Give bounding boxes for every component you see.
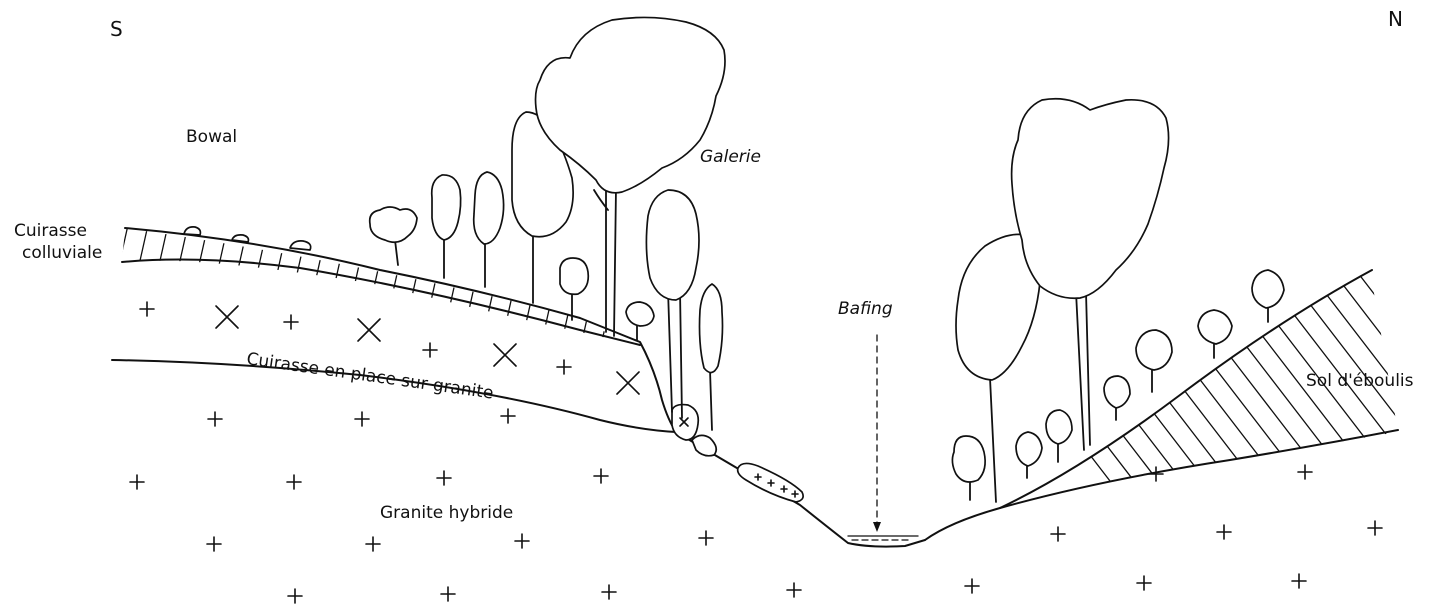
granite-plus-symbol xyxy=(437,471,451,485)
tree-icon xyxy=(1136,330,1172,370)
granite-plus-symbol xyxy=(207,537,221,551)
granite-symbols xyxy=(130,302,1382,603)
river-label: Bafing xyxy=(838,299,893,319)
granite-plus-symbol xyxy=(355,412,369,426)
cuirasse-cross-symbol xyxy=(358,319,380,341)
granite-plus-symbol xyxy=(1298,465,1312,479)
tree-icon xyxy=(1252,270,1284,308)
granite-plus-symbol xyxy=(130,475,144,489)
scree-soil-label: Sol d'éboulis xyxy=(1306,371,1414,391)
granite-label: Granite hybride xyxy=(380,503,513,523)
colluvial-cuirasse-label-line1: Cuirasse xyxy=(14,221,87,241)
tree-icon xyxy=(1104,376,1130,408)
cuirasse-cross-symbol xyxy=(494,344,516,366)
river-pointer-arrow xyxy=(873,522,881,532)
granite-plus-symbol xyxy=(1149,467,1163,481)
gallery-forest-right xyxy=(952,99,1284,502)
tree-icon xyxy=(700,284,723,373)
granite-plus-symbol xyxy=(441,587,455,601)
granite-plus-symbol xyxy=(501,409,515,423)
granite-plus-symbol xyxy=(787,583,801,597)
river-water xyxy=(848,536,918,540)
cuirasse-cross-symbol xyxy=(216,306,238,328)
tree-icon xyxy=(432,175,461,240)
gallery-forest-label: Galerie xyxy=(700,147,761,167)
in-place-cuirasse-label: Cuirasse en place sur granite xyxy=(245,349,494,403)
cuirasse-blocks xyxy=(672,405,803,502)
granite-plus-symbol xyxy=(602,585,616,599)
granite-plus-symbol xyxy=(1217,525,1231,539)
granite-plus-symbol xyxy=(699,531,713,545)
tree-icon xyxy=(370,207,417,242)
granite-plus-symbol xyxy=(208,412,222,426)
tree-icon xyxy=(560,258,588,294)
granite-plus-symbol xyxy=(366,537,380,551)
tree-icon xyxy=(952,436,985,482)
granite-plus-symbol xyxy=(594,469,608,483)
granite-plus-symbol xyxy=(1368,521,1382,535)
tree-icon xyxy=(1016,432,1042,466)
granite-plus-symbol xyxy=(288,589,302,603)
granite-plus-symbol xyxy=(287,475,301,489)
granite-plus-symbol xyxy=(284,315,298,329)
granite-plus-symbol xyxy=(423,343,437,357)
tree-icon xyxy=(646,190,699,300)
bowal-label: Bowal xyxy=(186,127,237,147)
granite-plus-symbol xyxy=(140,302,154,316)
colluvial-cuirasse-label-line2: colluviale xyxy=(22,243,102,263)
granite-plus-symbol xyxy=(557,360,571,374)
tree-icon xyxy=(626,302,654,326)
cuirasse-cross-symbol xyxy=(617,372,639,394)
granite-plus-symbol xyxy=(1051,527,1065,541)
tree-icon xyxy=(474,172,504,244)
gallery-forest-left xyxy=(370,17,725,430)
granite-plus-symbol xyxy=(965,579,979,593)
colluvial-cuirasse-hatching xyxy=(100,225,688,350)
tree-icon xyxy=(1012,99,1169,299)
south-label: S xyxy=(110,17,123,41)
ground-surface-left xyxy=(125,228,925,547)
tree-icon xyxy=(1046,410,1072,444)
granite-plus-symbol xyxy=(515,534,529,548)
north-label: N xyxy=(1388,7,1403,31)
granite-plus-symbol xyxy=(1292,574,1306,588)
granite-plus-symbol xyxy=(1137,576,1151,590)
tree-icon xyxy=(1198,310,1232,344)
